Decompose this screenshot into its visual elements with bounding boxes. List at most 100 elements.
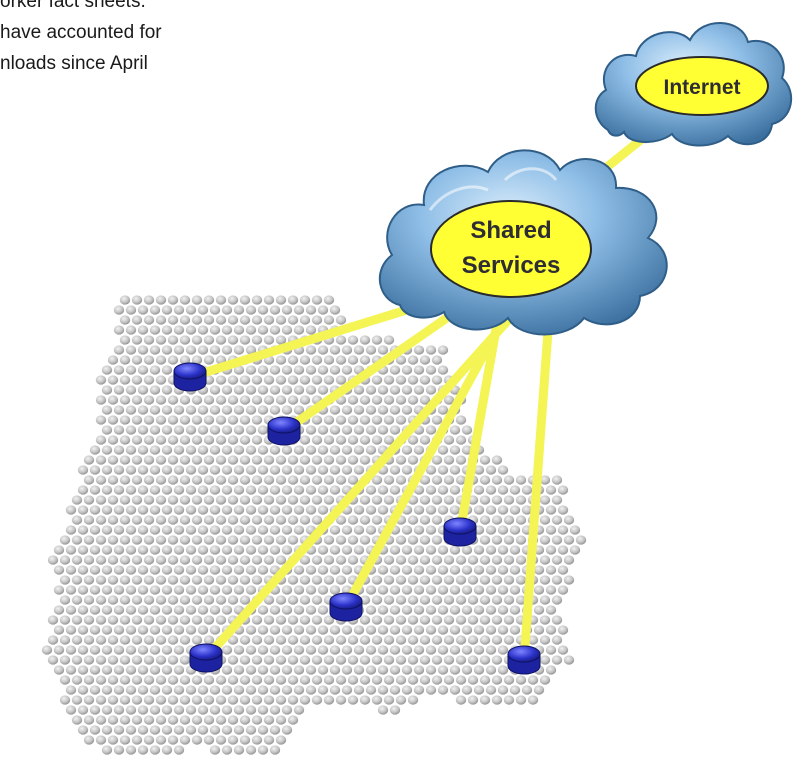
grid-dot <box>191 455 203 465</box>
grid-dot <box>227 655 239 665</box>
grid-dot <box>227 695 239 705</box>
grid-dot <box>305 645 317 655</box>
grid-dot <box>101 525 113 535</box>
grid-dot <box>47 555 59 565</box>
grid-dot <box>215 735 227 745</box>
grid-dot <box>407 435 419 445</box>
grid-dot <box>449 605 461 615</box>
grid-dot <box>305 465 317 475</box>
grid-dot <box>239 595 251 605</box>
grid-dot <box>281 445 293 455</box>
grid-dot <box>251 415 263 425</box>
grid-dot <box>521 685 533 695</box>
grid-dot <box>191 555 203 565</box>
internet-label-badge: Internet <box>635 56 769 116</box>
grid-dot <box>473 585 485 595</box>
grid-dot <box>455 435 467 445</box>
grid-dot <box>425 465 437 475</box>
grid-dot <box>167 415 179 425</box>
grid-dot <box>317 545 329 555</box>
grid-dot <box>305 585 317 595</box>
grid-dot <box>137 705 149 715</box>
grid-dot <box>299 515 311 525</box>
grid-dot <box>389 405 401 415</box>
grid-dot <box>371 435 383 445</box>
grid-dot <box>209 685 221 695</box>
grid-dot <box>143 695 155 705</box>
grid-dot <box>215 675 227 685</box>
grid-dot <box>443 495 455 505</box>
grid-dot <box>503 695 515 705</box>
grid-dot <box>101 605 113 615</box>
grid-dot <box>419 655 431 665</box>
grid-dot <box>227 535 239 545</box>
grid-dot <box>563 535 575 545</box>
grid-dot <box>293 485 305 495</box>
grid-dot <box>143 635 155 645</box>
grid-dot <box>113 525 125 535</box>
grid-dot <box>203 495 215 505</box>
grid-dot <box>83 655 95 665</box>
grid-dot <box>95 675 107 685</box>
grid-dot <box>269 745 281 755</box>
grid-dot <box>275 675 287 685</box>
grid-dot <box>125 585 137 595</box>
grid-dot <box>155 355 167 365</box>
grid-dot <box>125 425 137 435</box>
grid-dot <box>317 445 329 455</box>
grid-dot <box>71 635 83 645</box>
grid-dot <box>299 695 311 705</box>
grid-dot <box>413 665 425 675</box>
grid-dot <box>257 425 269 435</box>
grid-dot <box>221 485 233 495</box>
grid-dot <box>407 615 419 625</box>
grid-dot <box>245 445 257 455</box>
grid-dot <box>161 545 173 555</box>
grid-dot <box>275 535 287 545</box>
grid-dot <box>329 485 341 495</box>
grid-dot <box>101 485 113 495</box>
grid-dot <box>305 325 317 335</box>
grid-dot <box>359 635 371 645</box>
grid-dot <box>185 705 197 715</box>
grid-dot <box>107 515 119 525</box>
grid-dot <box>95 475 107 485</box>
grid-dot <box>491 515 503 525</box>
grid-dot <box>239 475 251 485</box>
grid-dot <box>467 575 479 585</box>
grid-dot <box>281 385 293 395</box>
grid-dot <box>389 605 401 615</box>
grid-dot <box>509 525 521 535</box>
grid-dot <box>341 685 353 695</box>
grid-dot <box>77 705 89 715</box>
grid-dot <box>257 485 269 495</box>
grid-dot <box>83 735 95 745</box>
grid-dot <box>359 355 371 365</box>
grid-dot <box>347 475 359 485</box>
grid-dot <box>299 375 311 385</box>
grid-dot <box>137 565 149 575</box>
grid-dot <box>203 415 215 425</box>
grid-dot <box>179 455 191 465</box>
grid-dot <box>551 655 563 665</box>
grid-dot <box>329 545 341 555</box>
grid-dot <box>497 665 509 675</box>
grid-dot <box>113 565 125 575</box>
grid-dot <box>143 395 155 405</box>
grid-dot <box>377 505 389 515</box>
grid-dot <box>119 655 131 665</box>
grid-dot <box>209 305 221 315</box>
grid-dot <box>215 435 227 445</box>
grid-dot <box>287 635 299 645</box>
grid-dot <box>455 655 467 665</box>
grid-dot <box>161 405 173 415</box>
grid-dot <box>209 325 221 335</box>
grid-dot <box>443 635 455 645</box>
grid-dot <box>161 365 173 375</box>
grid-dot <box>65 505 77 515</box>
grid-dot <box>245 725 257 735</box>
grid-dot <box>425 385 437 395</box>
grid-dot <box>479 635 491 645</box>
grid-dot <box>311 435 323 445</box>
grid-dot <box>407 595 419 605</box>
